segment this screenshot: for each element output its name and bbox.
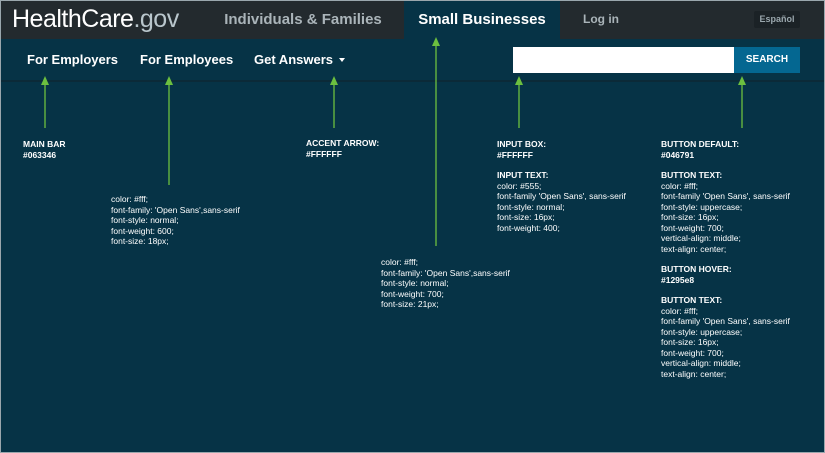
note-accent-arrow: ACCENT ARROW: #FFFFFF [306, 138, 379, 159]
note-line: font-family: 'Open Sans',sans-serif [111, 204, 240, 215]
note-line: font-family: 'Open Sans',sans-serif [381, 267, 510, 278]
note-nav-font: color: #fff; font-family: 'Open Sans',sa… [111, 194, 240, 247]
note-line: color: #fff; [381, 257, 419, 267]
note-line: font-size: 16px; [497, 212, 555, 222]
note-input-box-value: #FFFFFF [497, 149, 533, 160]
note-line: text-align: center; [661, 368, 727, 379]
note-button-hover-title: BUTTON HOVER: [661, 264, 732, 274]
login-link[interactable]: Log in [583, 12, 619, 26]
note-line: font-style: normal; [381, 278, 449, 288]
note-main-bar-value: #063346 [23, 149, 57, 160]
note-line: font-style: normal; [111, 215, 179, 225]
note-line: color: #fff; [661, 180, 699, 191]
nav-get-answers-label: Get Answers [254, 52, 333, 67]
note-line: font-size: 16px; [661, 337, 719, 347]
note-line: font-weight: 700; [661, 222, 724, 233]
note-button-hover-value: #1295e8 [661, 274, 695, 285]
nav-for-employees[interactable]: For Employees [140, 52, 234, 67]
nav-for-employers[interactable]: For Employers [27, 52, 119, 67]
note-line: font-size: 21px; [381, 299, 439, 309]
note-button-text-title: BUTTON TEXT: [661, 170, 723, 180]
note-button-hover-text-title: BUTTON TEXT: [661, 295, 723, 305]
note-line: vertical-align: middle; [661, 233, 741, 243]
note-tab-font: color: #fff; font-family: 'Open Sans',sa… [381, 257, 510, 310]
note-line: font-weight: 700; [661, 347, 724, 358]
note-line: font-style: uppercase; [661, 201, 743, 212]
nav-get-answers[interactable]: Get Answers [254, 39, 345, 80]
note-accent-arrow-value: #FFFFFF [306, 148, 342, 159]
arrow-main-bar [41, 76, 49, 128]
note-line: font-weight: 600; [111, 225, 174, 236]
note-line: color: #fff; [111, 194, 149, 204]
note-main-bar-title: MAIN BAR [23, 139, 66, 149]
arrow-nav-font [165, 76, 173, 185]
note-line: font-style: normal; [497, 201, 565, 212]
logo-suffix-text: .gov [133, 5, 179, 33]
note-line: font-size: 18px; [111, 236, 169, 246]
note-line: font-weight: 700; [381, 288, 444, 299]
arrow-accent [330, 76, 338, 128]
note-line: font-family 'Open Sans', sans-serif [497, 191, 626, 201]
tab-small-businesses[interactable]: Small Businesses [404, 0, 560, 39]
note-main-bar: MAIN BAR #063346 [23, 139, 66, 160]
logo-main-text: HealthCare [12, 5, 134, 33]
search-button[interactable]: SEARCH [734, 47, 800, 73]
main-bar: For Employers For Employees Get Answers … [0, 39, 825, 82]
espanol-link[interactable]: Español [754, 11, 800, 28]
note-accent-arrow-title: ACCENT ARROW: [306, 138, 380, 148]
note-line: font-size: 16px; [661, 212, 719, 222]
note-line: font-family 'Open Sans', sans-serif [661, 316, 790, 326]
note-input-box-title: INPUT BOX: [497, 139, 547, 149]
arrow-input-box [515, 76, 523, 128]
search-input[interactable] [513, 47, 734, 73]
arrow-tab-font [432, 37, 440, 246]
note-line: font-family 'Open Sans', sans-serif [661, 191, 790, 201]
note-button: BUTTON DEFAULT: #046791 BUTTON TEXT: col… [661, 139, 790, 379]
caret-down-icon [339, 57, 345, 62]
note-input-box: INPUT BOX: #FFFFFF INPUT TEXT: color: #5… [497, 139, 626, 233]
note-line: color: #fff; [661, 305, 699, 316]
note-line: vertical-align: middle; [661, 358, 741, 368]
tab-individuals-families[interactable]: Individuals & Families [224, 11, 382, 28]
top-bar: HealthCare.gov Individuals & Families Sm… [0, 0, 825, 39]
note-line: font-weight: 400; [497, 222, 560, 233]
note-input-text-title: INPUT TEXT: [497, 170, 549, 180]
note-button-default-title: BUTTON DEFAULT: [661, 139, 740, 149]
note-line: color: #555; [497, 180, 542, 191]
note-line: font-style: uppercase; [661, 326, 743, 337]
arrow-button [738, 76, 746, 128]
note-button-default-value: #046791 [661, 149, 695, 160]
healthcare-gov-logo[interactable]: HealthCare.gov [12, 4, 179, 34]
note-line: text-align: center; [661, 243, 727, 254]
